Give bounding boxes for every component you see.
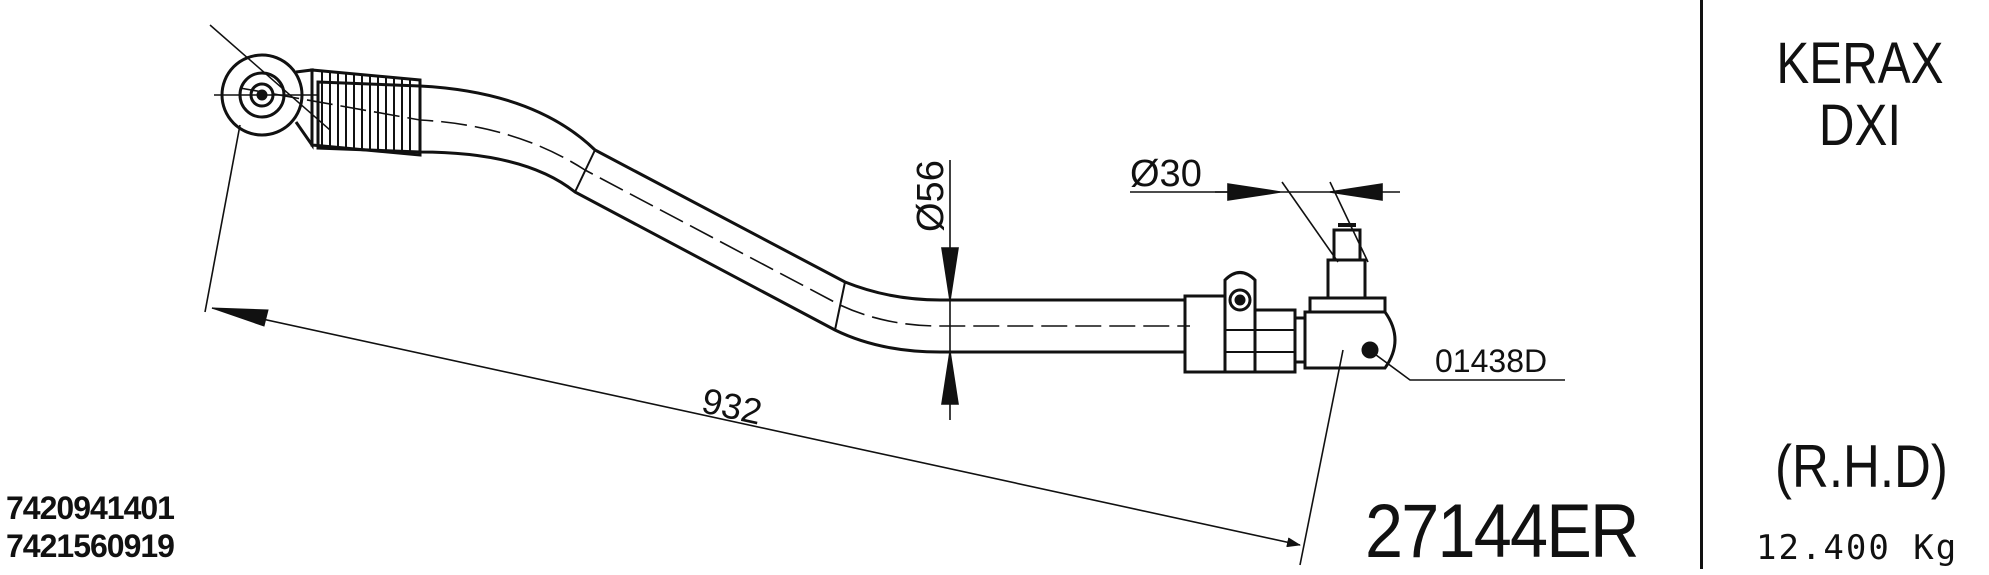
thread-lines [321,72,411,154]
vehicle-model-line-2: DXI [1818,93,1902,158]
vehicle-model-line-1: KERAX [1776,31,1944,96]
length-dimension [204,124,1344,566]
part-number: 27144ER [1365,489,1639,574]
ball-diameter-label: Ø30 [1130,153,1202,195]
ball-joint-leader [1371,351,1565,381]
tube-centerline [239,87,1190,327]
ball-joint-part-label: 01438D [1435,343,1547,379]
left-eye-end [209,24,331,150]
tube-diameter-dimension [941,160,959,420]
weight-value: 12.400 Kg [1756,528,1959,568]
vertical-divider [1700,0,1703,569]
ball-diameter-dimension [1130,181,1400,263]
reference-number-1: 7420941401 [6,490,175,526]
ball-joint [1295,223,1397,370]
bend-line-1 [574,149,596,193]
bend-line-2 [834,281,846,331]
tube-diameter-label: Ø56 [910,160,952,232]
length-dimension-label: 932 [698,380,765,433]
right-clamp [1183,271,1297,374]
drive-side: (R.H.D) [1775,433,1948,500]
technical-drawing: 932 Ø56 Ø30 01438D [204,24,1565,566]
reference-number-2: 7421560919 [6,528,175,564]
